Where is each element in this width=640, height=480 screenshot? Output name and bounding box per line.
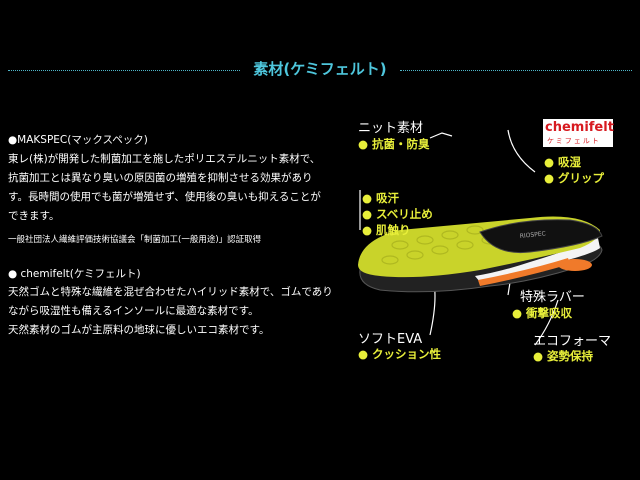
eva-feature-1: ● クッション性 bbox=[358, 347, 442, 361]
section-title: 素材(ケミフェルト) bbox=[253, 60, 387, 78]
callout-brand bbox=[507, 129, 536, 173]
rubber-pad bbox=[558, 259, 592, 271]
upper-feature-1: ● 吸汗 bbox=[362, 191, 400, 205]
chemifelt-logo: chemifelt ケミフェルト bbox=[543, 119, 614, 147]
knit-label: ニット素材 bbox=[358, 121, 424, 136]
rubber-label: 特殊ラバー bbox=[520, 290, 585, 305]
ecoform-feature-1: ● 姿勢保持 bbox=[533, 349, 594, 363]
insole-print: RIOSPEC bbox=[519, 230, 546, 240]
title-rule-left bbox=[8, 70, 240, 71]
upper-feature-2: ● スベリ止め bbox=[362, 207, 433, 221]
makspec-line-2: 抗菌加工とは異なり臭いの原因菌の増殖を抑制させる効果があり bbox=[8, 172, 313, 184]
makspec-note: 一般社団法人繊維評価技術協議会「制菌加工(一般用途)」認証取得 bbox=[8, 235, 262, 245]
eva-label: ソフトEVA bbox=[358, 332, 423, 347]
brand-feature-1: ● 吸湿 bbox=[544, 155, 582, 169]
insole-chemifelt-layer bbox=[475, 238, 600, 282]
chemifelt-heading: ● chemifelt(ケミフェルト) bbox=[8, 268, 141, 280]
brand-feature-2: ● グリップ bbox=[544, 171, 605, 185]
makspec-line-4: できます。 bbox=[8, 210, 60, 222]
makspec-line-3: す。長時間の使用でも菌が増殖せず、使用後の臭いも抑えることが bbox=[8, 191, 321, 203]
chemifelt-logo-kana: ケミフェルト bbox=[547, 137, 601, 145]
chemifelt-line-2: ながら吸湿性も備えるインソールに最適な素材です。 bbox=[8, 305, 259, 317]
chemifelt-logo-name: chemifelt bbox=[545, 120, 614, 135]
callout-knit bbox=[429, 132, 453, 139]
knit-feature-1: ● 抗菌・防臭 bbox=[358, 137, 430, 151]
insole-forefoot-black bbox=[479, 219, 603, 254]
upper-feature-3: ● 肌触り bbox=[362, 223, 411, 237]
ecoform-label: エコフォーマ bbox=[533, 334, 612, 349]
makspec-heading: ●MAKSPEC(マックスペック) bbox=[8, 134, 148, 146]
makspec-line-1: 東レ(株)が開発した制菌加工を施したポリエステルニット素材で、 bbox=[8, 153, 321, 165]
callout-ecoform bbox=[534, 299, 559, 346]
insole-rubber-layer bbox=[478, 258, 570, 286]
rubber-feature-1: ● 衝撃吸収 bbox=[512, 306, 573, 320]
insole-diagram: RIOSPEC bbox=[358, 129, 603, 346]
title-rule-right bbox=[400, 70, 632, 71]
chemifelt-line-1: 天然ゴムと特殊な繊維を混ぜ合わせたハイリッド素材で、ゴムであり bbox=[8, 286, 333, 298]
chemifelt-line-3: 天然素材のゴムが主原料の地球に優しいエコ素材です。 bbox=[8, 324, 270, 336]
